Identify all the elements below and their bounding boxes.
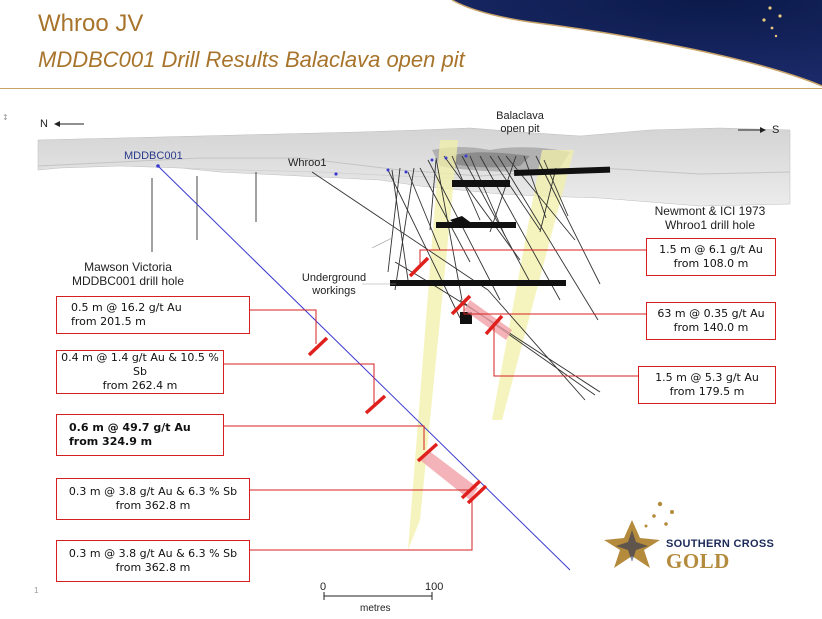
result-box-right-2: 63 m @ 0.35 g/t Au from 140.0 m: [646, 302, 776, 340]
underground-workings: [390, 166, 611, 324]
right-leader-lines: [419, 249, 646, 377]
header-sweep: [452, 0, 822, 86]
historic-drill-holes: [311, 155, 601, 401]
result-box-5: 0.3 m @ 3.8 g/t Au & 6.3 % Sb from 362.8…: [56, 540, 250, 582]
header-sweep-edge: [451, 0, 822, 87]
newmont-label: Newmont & ICI 1973 Whroo1 drill hole: [654, 204, 766, 232]
result-box-4: 0.3 m @ 3.8 g/t Au & 6.3 % Sb from 362.8…: [56, 478, 250, 520]
brand-gold: GOLD: [666, 549, 730, 573]
page-subtitle: MDDBC001 Drill Results Balaclava open pi…: [38, 47, 465, 72]
scale-end: 100: [425, 581, 444, 593]
page-number: 1: [34, 586, 39, 595]
south-label: S: [772, 124, 780, 136]
result-box-right-1: 1.5 m @ 6.1 g/t Au from 108.0 m: [646, 238, 776, 276]
brand-name: SOUTHERN CROSS: [666, 538, 775, 550]
header-stars-icon: [762, 6, 782, 38]
projection-zone-1: [408, 140, 458, 550]
collar-dots: [156, 154, 468, 176]
margin-mark: ↕: [2, 113, 9, 122]
scale-bar: [323, 592, 433, 600]
result-box-3: 0.6 m @ 49.7 g/t Au from 324.9 m: [56, 414, 224, 456]
intercept-zone-1: [464, 300, 512, 340]
scale-unit: metres: [360, 603, 391, 614]
mddbc001-drill-trace: [157, 165, 571, 571]
north-label: N: [40, 118, 48, 130]
whroo1-label: Whroo1: [288, 157, 327, 169]
intercept-zone-2: [420, 450, 478, 500]
terrain-band: [37, 127, 791, 207]
result-box-1: 0.5 m @ 16.2 g/t Au from 201.5 m: [56, 296, 250, 334]
underground-label: Underground workings: [301, 272, 367, 297]
result-box-2: 0.4 m @ 1.4 g/t Au & 10.5 % Sb from 262.…: [56, 350, 224, 394]
intercept-ticks: [307, 256, 504, 505]
result-box-right-3: 1.5 m @ 5.3 g/t Au from 179.5 m: [638, 366, 776, 404]
scale-start: 0: [320, 581, 327, 593]
page-title: Whroo JV: [38, 10, 144, 37]
mddbc001-label: MDDBC001: [124, 150, 183, 162]
southern-cross-star-icon: [604, 501, 674, 568]
pit-label: Balaclava open pit: [496, 110, 544, 135]
left-leader-lines: [224, 309, 473, 551]
header-divider: [0, 88, 822, 89]
vertical-drill-holes: [151, 172, 257, 252]
mawson-label: Mawson Victoria MDDBC001 drill hole: [71, 260, 185, 288]
